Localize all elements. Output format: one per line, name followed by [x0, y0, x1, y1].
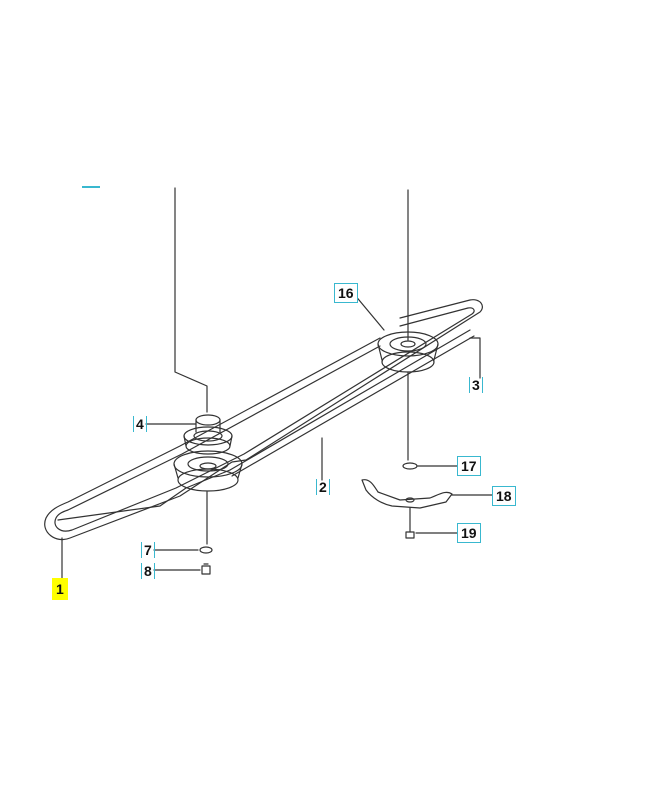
callout-8[interactable]: 8 — [141, 563, 155, 579]
blade-18-hole — [405, 497, 415, 503]
left-pulley-lower-inner — [187, 456, 229, 472]
right-pulley-bottom — [381, 351, 435, 373]
left-pulley-upper — [183, 426, 233, 446]
callout-19[interactable]: 19 — [457, 523, 481, 543]
belt-inner — [54, 307, 475, 532]
right-pulley-inner — [389, 336, 427, 352]
belt-lower-strand — [229, 329, 475, 477]
corner-tick-mark — [82, 186, 100, 188]
callout-17[interactable]: 17 — [457, 456, 481, 476]
callout-1-selected[interactable]: 1 — [52, 578, 68, 600]
callout-3[interactable]: 3 — [469, 377, 483, 393]
callout-4[interactable]: 4 — [133, 416, 147, 432]
left-pulley-upper-rim — [183, 435, 233, 447]
right-pulley-rim — [377, 343, 439, 361]
washer-7 — [199, 546, 213, 554]
belt-lower-run — [57, 469, 231, 521]
left-pulley-lower-rim — [173, 463, 243, 479]
blade-18 — [361, 479, 453, 509]
belt-outer — [44, 299, 483, 541]
left-pulley-upper-bottom — [185, 437, 231, 455]
left-pulley-lower-bottom — [177, 468, 239, 492]
left-pulley-upper-inner — [193, 430, 223, 442]
left-pulley-shaft-top — [195, 414, 221, 426]
leader-to-16 — [353, 293, 385, 331]
callout-16[interactable]: 16 — [334, 283, 358, 303]
callout-2[interactable]: 2 — [316, 479, 330, 495]
right-pulley-hub — [400, 340, 416, 348]
callout-18[interactable]: 18 — [492, 486, 516, 506]
leader-line-left-top — [174, 187, 208, 413]
bolt-8 — [201, 563, 211, 575]
bolt-19 — [405, 531, 415, 539]
left-pulley-hub — [199, 462, 217, 470]
left-pulley-shaft — [195, 419, 221, 433]
leader-to-3 — [469, 337, 481, 379]
callout-7[interactable]: 7 — [141, 542, 155, 558]
washer-17 — [402, 462, 418, 470]
